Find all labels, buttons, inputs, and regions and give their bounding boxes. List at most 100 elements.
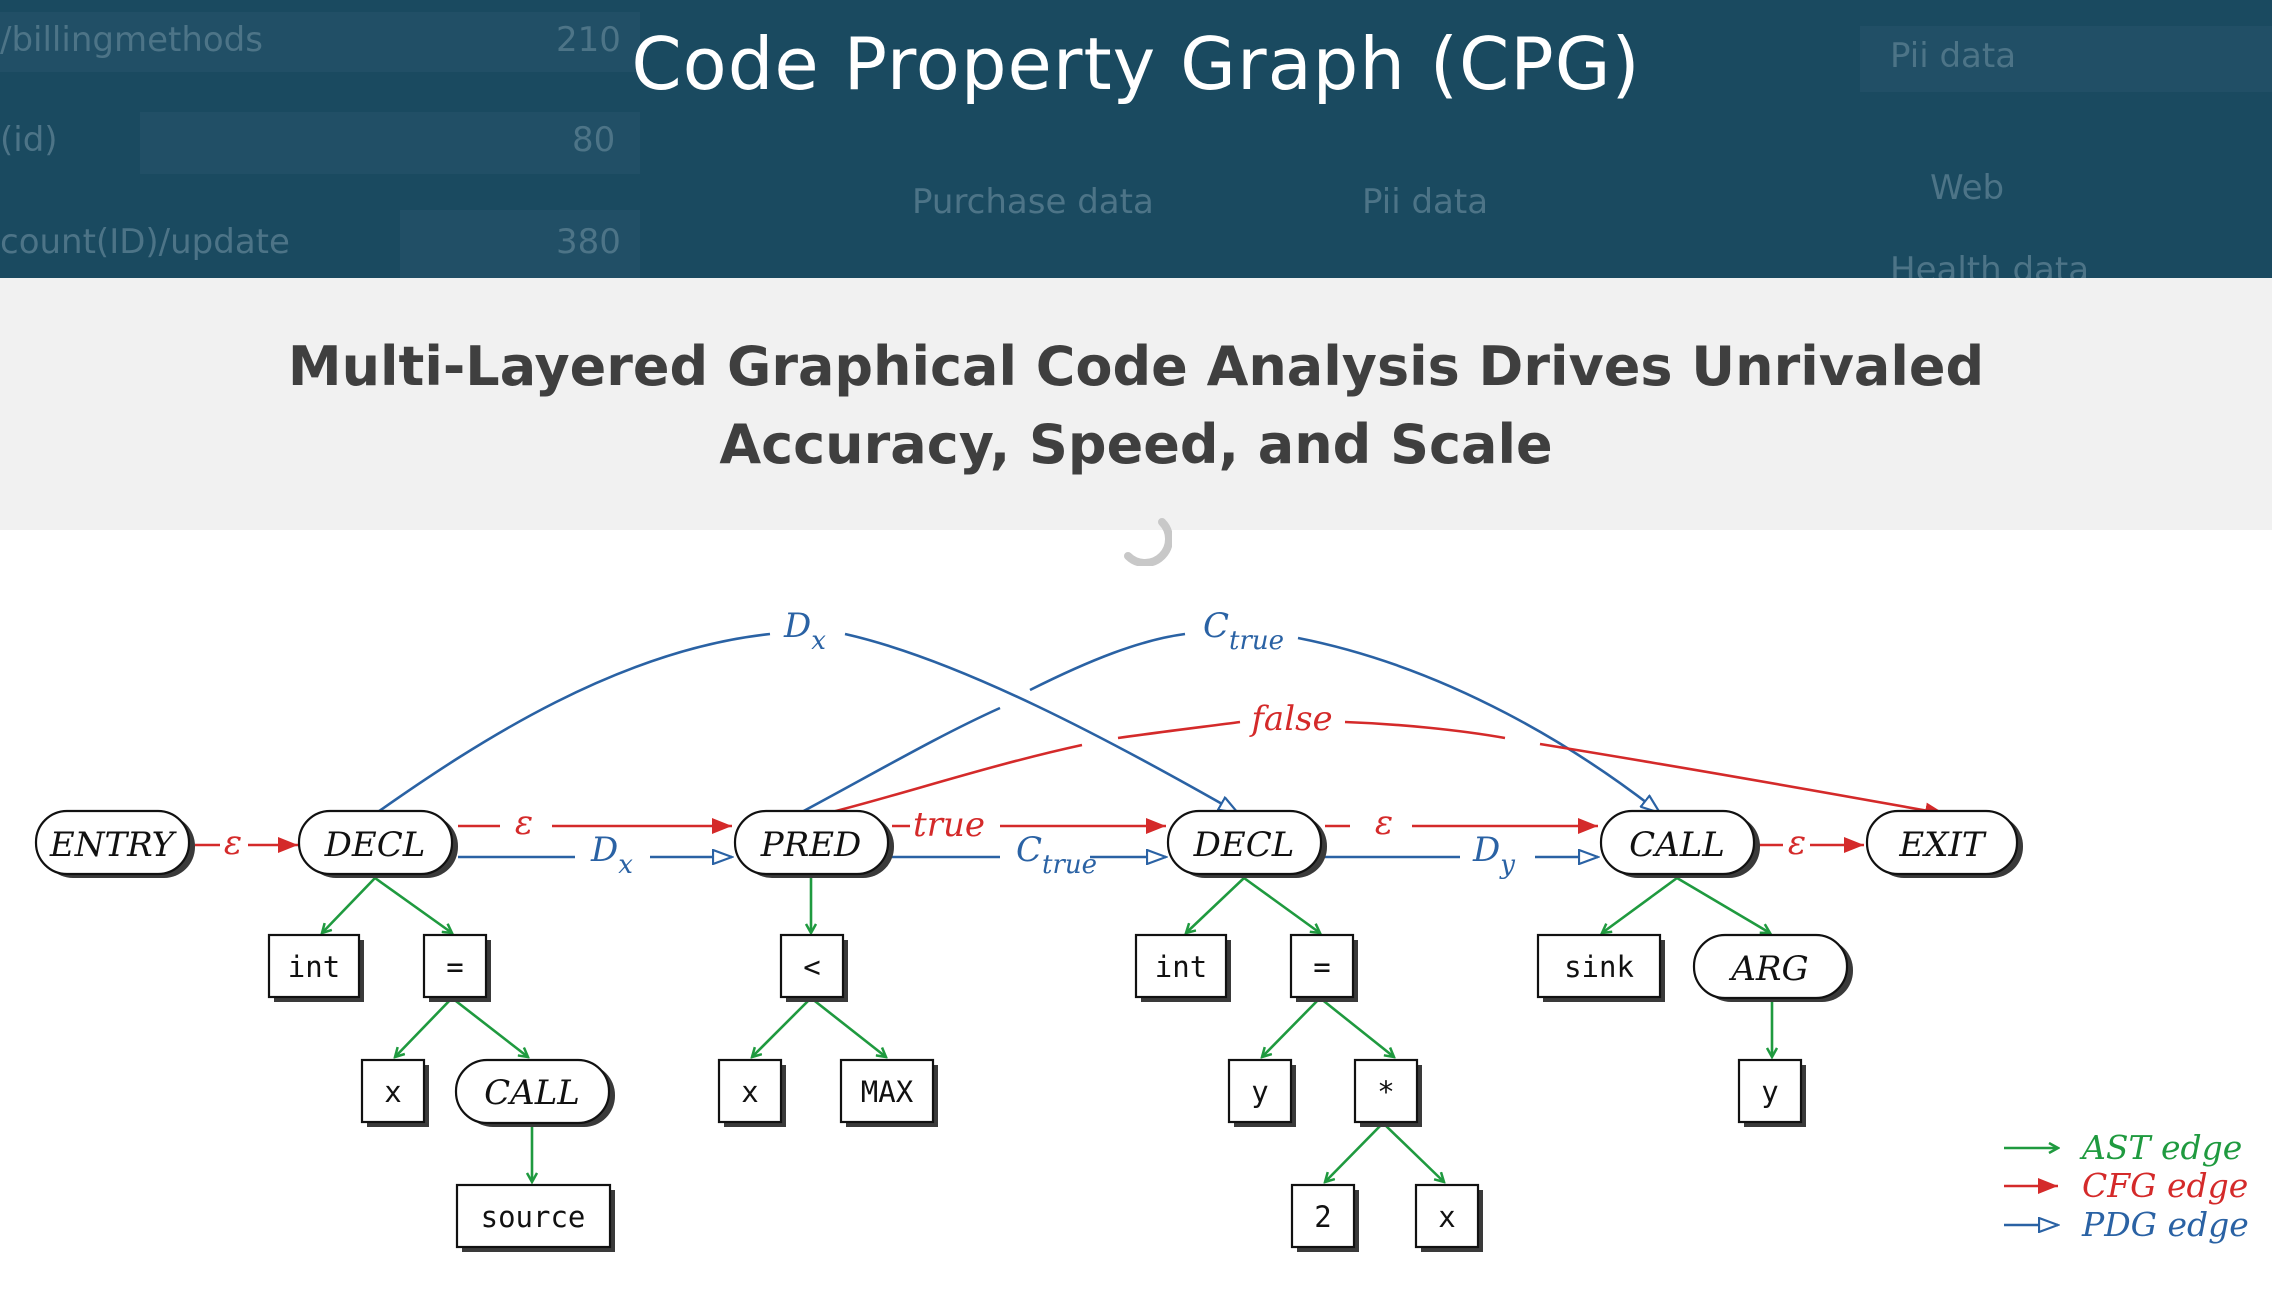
node-label: MAX xyxy=(861,1075,914,1109)
true-label: true xyxy=(913,805,985,845)
node-y-2: y xyxy=(1737,1058,1806,1127)
node-int-2: int xyxy=(1134,933,1231,1002)
background-text: Pii data xyxy=(1890,36,2017,76)
legend: AST edge CFG edge PDG edge xyxy=(2004,1128,2249,1244)
false-label: false xyxy=(1248,699,1332,739)
epsilon-label: ε xyxy=(1788,823,1806,863)
cfg-edge xyxy=(1539,742,1946,819)
legend-label: AST edge xyxy=(2079,1128,2242,1167)
pdg-edge xyxy=(1297,636,1660,813)
node-label: < xyxy=(803,950,820,984)
node-sink: sink xyxy=(1536,933,1665,1002)
tagline: Multi-Layered Graphical Code Analysis Dr… xyxy=(0,328,2272,484)
ast-edges xyxy=(322,876,1772,1182)
node-label: ENTRY xyxy=(49,825,178,865)
node-source: source xyxy=(455,1183,615,1252)
dx-label: Dx xyxy=(590,830,633,880)
background-bar xyxy=(140,112,640,174)
node-label: x xyxy=(1438,1200,1455,1234)
pdg-edge xyxy=(844,632,1238,813)
node-x-1: x xyxy=(360,1058,429,1127)
node-max: MAX xyxy=(839,1058,938,1127)
node-eq-2: = xyxy=(1289,933,1358,1002)
cfg-edge xyxy=(1117,720,1241,740)
node-label: y xyxy=(1761,1075,1778,1109)
background-text: 80 xyxy=(572,120,616,160)
background-text: Web xyxy=(1930,168,2005,208)
node-label: EXIT xyxy=(1898,825,1986,865)
node-y-1: y xyxy=(1227,1058,1296,1127)
tagline-band: Multi-Layered Graphical Code Analysis Dr… xyxy=(0,278,2272,530)
ctrue-label: Ctrue xyxy=(1016,830,1097,880)
loading-spinner-icon xyxy=(1124,518,1172,566)
background-bar xyxy=(400,210,640,278)
pdg-edge xyxy=(374,632,771,816)
background-bar xyxy=(1860,26,2272,92)
cfg-false-curve xyxy=(827,720,1946,819)
edge-labels: ε ε true ε ε false Dx Ctrue Dy Dx Ctrue xyxy=(224,606,1806,880)
dx-curve-label: Dx xyxy=(783,606,826,656)
background-text: Pii data xyxy=(1362,182,1489,222)
epsilon-label: ε xyxy=(1375,803,1393,843)
legend-pdg: PDG edge xyxy=(2004,1205,2249,1244)
node-arg: ARG xyxy=(1692,933,1853,1002)
node-call-inner: CALL xyxy=(454,1058,615,1127)
ast-nodes: int = x source < x M xyxy=(267,933,1806,1252)
cfg-nodes: ENTRY DECL PRED DECL CALL EXIT xyxy=(34,809,2023,1127)
node-mul: * xyxy=(1353,1058,1422,1127)
node-label: int xyxy=(288,950,340,984)
legend-ast: AST edge xyxy=(2004,1128,2242,1167)
page-title: Code Property Graph (CPG) xyxy=(631,22,1641,106)
node-two: 2 xyxy=(1290,1183,1359,1252)
background-text: Health data xyxy=(1890,250,2090,278)
background-bar xyxy=(0,12,640,72)
node-int-1: int xyxy=(267,933,364,1002)
node-x-3: x xyxy=(1414,1183,1483,1252)
background-text: count(ID)/update xyxy=(0,222,290,262)
node-label: CALL xyxy=(1629,825,1725,865)
header-banner: /billingmethods 210 (id) 80 count(ID)/up… xyxy=(0,0,2272,278)
dy-label: Dy xyxy=(1472,830,1515,880)
node-label: DECL xyxy=(1193,825,1295,865)
node-label: y xyxy=(1251,1075,1268,1109)
node-label: int xyxy=(1155,950,1207,984)
cfg-edge xyxy=(1344,720,1506,740)
background-text: (id) xyxy=(0,120,58,160)
pdg-edge xyxy=(799,706,1001,815)
node-label: x xyxy=(384,1075,401,1109)
node-label: source xyxy=(481,1200,586,1234)
tagline-line-1: Multi-Layered Graphical Code Analysis Dr… xyxy=(287,335,1985,398)
epsilon-label: ε xyxy=(224,823,242,863)
node-entry: ENTRY xyxy=(34,809,195,878)
node-label: DECL xyxy=(324,825,426,865)
node-label: PRED xyxy=(760,825,862,865)
legend-label: CFG edge xyxy=(2082,1166,2248,1205)
node-decl-2: DECL xyxy=(1166,809,1327,878)
node-label: * xyxy=(1377,1075,1394,1109)
node-label: 2 xyxy=(1314,1200,1331,1234)
node-pred: PRED xyxy=(733,809,894,878)
cfg-edge xyxy=(827,743,1083,815)
legend-cfg: CFG edge xyxy=(2004,1166,2248,1205)
background-text: 210 xyxy=(556,20,621,60)
node-lt: < xyxy=(779,933,848,1002)
node-label: x xyxy=(741,1075,758,1109)
background-text: 380 xyxy=(556,222,621,262)
background-text: /billingmethods xyxy=(0,20,263,60)
cfg-main-edges xyxy=(195,818,1864,853)
node-decl-1: DECL xyxy=(297,809,458,878)
ctrue-curve-label: Ctrue xyxy=(1203,606,1284,656)
cpg-diagram: ENTRY DECL PRED DECL CALL EXIT xyxy=(34,606,2249,1252)
pdg-curves xyxy=(374,632,1660,816)
node-call: CALL xyxy=(1599,809,1760,878)
node-label: ARG xyxy=(1728,949,1808,989)
node-label: sink xyxy=(1564,950,1634,984)
node-label: = xyxy=(1313,950,1330,984)
pdg-edge xyxy=(1029,632,1186,692)
node-label: = xyxy=(446,950,463,984)
node-exit: EXIT xyxy=(1865,809,2023,878)
node-x-2: x xyxy=(717,1058,786,1127)
epsilon-label: ε xyxy=(515,803,533,843)
node-eq-1: = xyxy=(422,933,491,1002)
node-label: CALL xyxy=(484,1073,580,1113)
